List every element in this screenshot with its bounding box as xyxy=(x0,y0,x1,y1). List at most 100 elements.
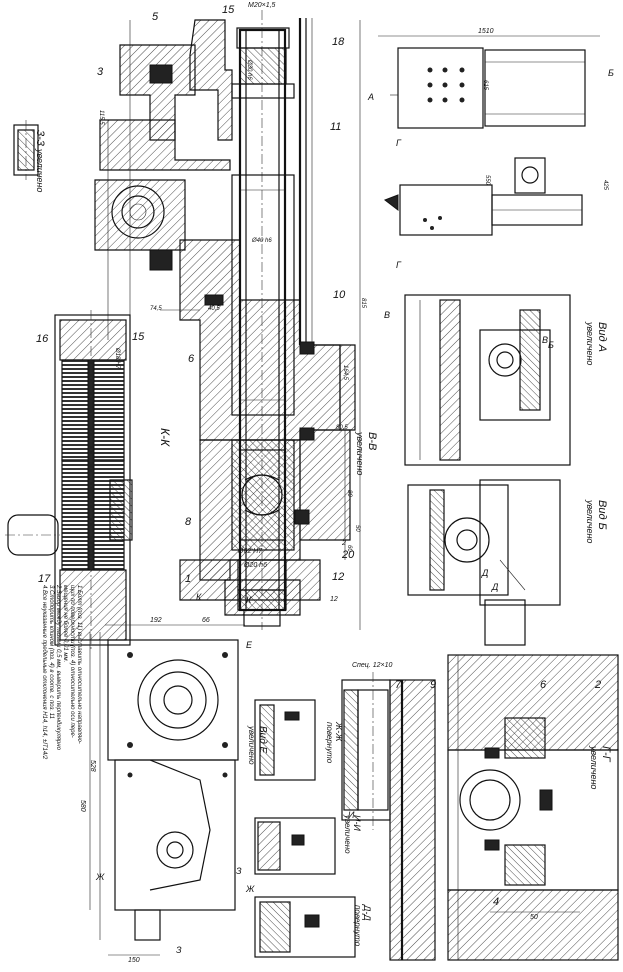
view-v-v-label: В-В xyxy=(366,432,378,451)
view-g-g-sub: увеличено xyxy=(589,746,599,790)
view-k-k xyxy=(5,310,133,650)
view-title-k-k: К-К xyxy=(158,428,172,446)
callout-20: 20 xyxy=(341,549,355,561)
dim-425: 425 xyxy=(602,180,608,191)
dim-d30: Ø30 h6 xyxy=(246,60,252,80)
callout-6b: 6 xyxy=(540,679,547,691)
view-title-e: Вид Е увеличено xyxy=(246,726,268,765)
dim-528: 528 xyxy=(89,760,96,772)
view-title-d-d: Д-Д повернуто xyxy=(352,905,372,946)
callout-6: 6 xyxy=(188,353,195,365)
view-3-3 xyxy=(13,120,39,180)
dim-d20: Ø20 h6 xyxy=(244,562,267,569)
mark-zh2: Ж xyxy=(246,884,255,894)
view-a-top xyxy=(378,35,600,236)
view-3-3-label: 3-3 xyxy=(34,130,46,146)
dim-192: 192 xyxy=(150,617,162,624)
dim-150: 150 xyxy=(128,957,140,964)
view-v-v-sub: увеличено xyxy=(355,432,365,476)
view-g-g xyxy=(447,654,619,961)
note-4: 2.Зазор между пазами 0,5 мм, выверить пе… xyxy=(55,585,61,750)
mark-e: Е xyxy=(246,640,253,650)
view-d-d-label: Д-Д xyxy=(362,905,372,921)
callout-18: 18 xyxy=(332,36,345,48)
dim-d40: Ø40 h6 xyxy=(252,238,272,244)
view-i-i-label: И-И xyxy=(352,815,362,831)
dim-1645: 164,5 xyxy=(342,365,348,381)
mark-k1: К xyxy=(196,592,202,602)
dim-m20: M20×1,5 xyxy=(248,2,276,9)
view-b-sub: увеличено xyxy=(585,500,595,544)
callout-10: 10 xyxy=(333,289,346,301)
callout-8: 8 xyxy=(185,516,192,528)
callout-1: 1 xyxy=(185,573,191,585)
view-a-label: Вид А xyxy=(596,322,608,352)
view-zh-i-d xyxy=(341,672,436,961)
dim-12: 12 xyxy=(330,596,338,603)
plan-view xyxy=(89,624,245,956)
view-e-label: Вид Е xyxy=(257,726,268,754)
callout-4: 4 xyxy=(493,896,499,908)
view-g-g-label: Г-Г xyxy=(600,746,612,762)
view-e-sub: увеличено xyxy=(247,726,256,765)
callout-11: 11 xyxy=(330,121,341,133)
dim-550: 550 xyxy=(484,175,490,186)
view-a-enlarged xyxy=(404,294,571,466)
dim-66: 66 xyxy=(202,617,210,624)
dim-805: 80,5 xyxy=(336,425,348,431)
dim-spec12: Спец. 12×10 xyxy=(352,662,393,669)
callout-9: 9 xyxy=(430,679,436,691)
mark-v1: В xyxy=(384,310,391,320)
view-d-d-sub: повернуто xyxy=(353,905,362,947)
view-title-zh-zh: Ж-Ж повернуто xyxy=(324,722,344,763)
mark-g2: Г xyxy=(396,260,401,270)
mark-zh1: Ж xyxy=(96,872,105,882)
mark-a: А xyxy=(368,92,375,102)
view-a-sub: увеличено xyxy=(585,322,595,366)
view-zh-zh-label: Ж-Ж xyxy=(334,722,344,742)
dim-815: 815 xyxy=(360,298,366,309)
note-3: мещения не более 0,01 мм. xyxy=(62,585,68,663)
mark-b2: Б xyxy=(548,340,554,350)
dim-745: 74,5 xyxy=(150,306,162,312)
mark-v2: В xyxy=(542,335,549,345)
technical-notes: 1.Болт (поз. 11) выставить относительно … xyxy=(40,585,82,759)
dim-50: 50 xyxy=(354,525,360,532)
view-title-3-3: 3-3 увеличено xyxy=(34,130,46,192)
callout-15b: 15 xyxy=(132,331,145,343)
main-section xyxy=(94,10,361,630)
note-6: 4.Все неуказанные предельные отклонения … xyxy=(41,585,47,760)
dim-50b: 50 xyxy=(530,914,538,921)
callout-17: 17 xyxy=(38,573,51,585)
view-b-enlarged xyxy=(407,479,561,646)
mark-d2: Д xyxy=(492,582,499,592)
view-title-i-i: И-И увеличено xyxy=(342,815,362,854)
view-i-i-sub: увеличено xyxy=(343,815,352,854)
callout-15: 15 xyxy=(222,4,235,16)
view-title-a: Вид А увеличено xyxy=(584,322,608,365)
view-zh-zh-sub: повернуто xyxy=(325,722,334,764)
view-title-b: Вид Б увеличено xyxy=(584,500,608,543)
view-k-k-label: К-К xyxy=(158,428,172,447)
mark-k2: К xyxy=(246,595,252,605)
dim-d18: Ø18 H7 xyxy=(114,348,120,369)
dim-580: 580 xyxy=(79,800,86,812)
view-3-3-sub: увеличено xyxy=(35,148,45,193)
view-title-v-v: В-В увеличено xyxy=(354,432,378,475)
note-5: 3.Стопорить клином (поз. 4) в соотв. с п… xyxy=(48,585,54,719)
mark-z1: З xyxy=(236,866,242,876)
mark-i: И xyxy=(348,810,355,820)
callout-5: 5 xyxy=(152,11,159,23)
note-2: щих по поверхности (поз. 4) относительно… xyxy=(69,585,75,738)
callout-3: 3 xyxy=(97,66,104,78)
dim-115: 115,5 xyxy=(98,110,104,125)
callout-7: 7 xyxy=(395,679,402,691)
mark-g1: Г xyxy=(396,138,401,148)
callout-16: 16 xyxy=(36,333,49,345)
view-b-label: Вид Б xyxy=(596,500,608,530)
dim-2: 2 xyxy=(342,540,346,547)
dim-405: 40,5 xyxy=(208,306,220,312)
